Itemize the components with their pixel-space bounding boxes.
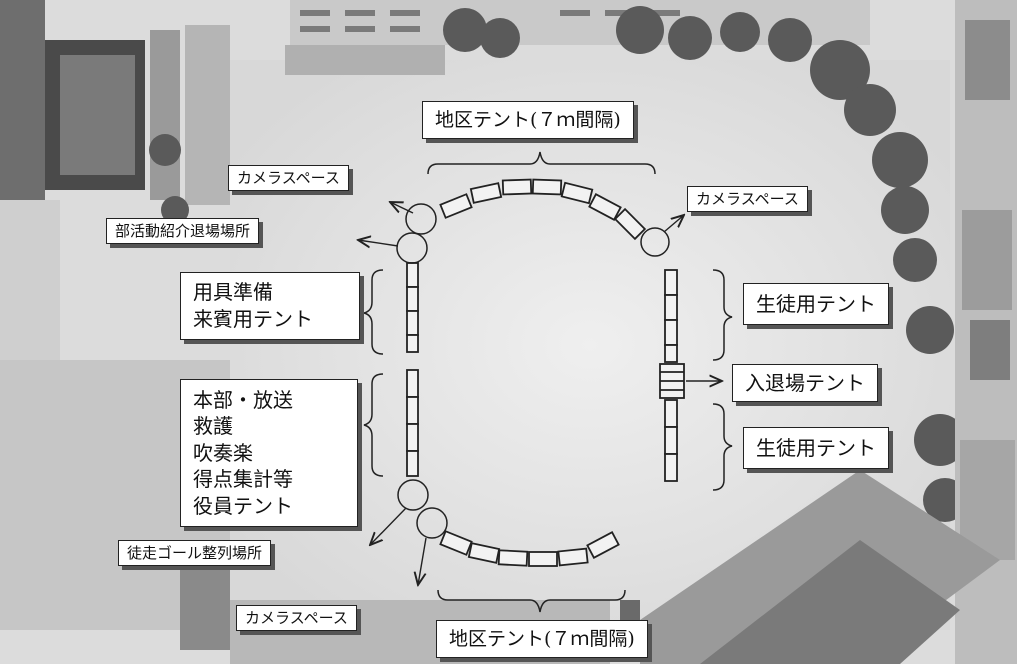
label-officials-tent: 役員テント (193, 493, 293, 518)
label-scoring: 得点集計等 (193, 467, 293, 492)
label-finish-line-area: 徒走ゴール整列場所 (118, 540, 272, 566)
label-first-aid: 救護 (193, 414, 233, 439)
building-left (0, 0, 45, 200)
label-camera-space-bottom: カメラスペース (236, 605, 357, 631)
brackets (363, 151, 733, 613)
tents-right-column (659, 269, 685, 482)
label-district-tent-top: 地区テント(７ｍ間隔) (422, 101, 634, 139)
label-student-tent-upper: 生徒用テント (743, 283, 889, 325)
label-entry-exit-tent: 入退場テント (732, 364, 878, 402)
label-student-tent-lower: 生徒用テント (743, 427, 889, 469)
label-brass-band: 吹奏楽 (193, 440, 253, 465)
label-equipment-guest-tent: 用具準備 来賓用テント (180, 272, 360, 340)
marker-circles (396, 203, 670, 539)
label-equipment-prep: 用具準備 (193, 280, 273, 305)
label-district-tent-bottom: 地区テント(７ｍ間隔) (436, 620, 648, 658)
label-camera-space-top-right: カメラスペース (687, 186, 808, 212)
tents-left-column (406, 262, 419, 477)
district-tents-top (439, 178, 647, 241)
arrows (358, 202, 722, 585)
label-club-exit-area: 部活動紹介退場場所 (106, 218, 260, 244)
label-camera-space-top-left: カメラスペース (228, 165, 349, 191)
label-hq-broadcast: 本部・放送 (193, 387, 293, 412)
label-hq-group: 本部・放送 救護 吹奏楽 得点集計等 役員テント (180, 379, 358, 527)
district-tents-bottom (439, 530, 620, 567)
trees (149, 6, 967, 522)
label-guest-tent: 来賓用テント (193, 307, 313, 331)
